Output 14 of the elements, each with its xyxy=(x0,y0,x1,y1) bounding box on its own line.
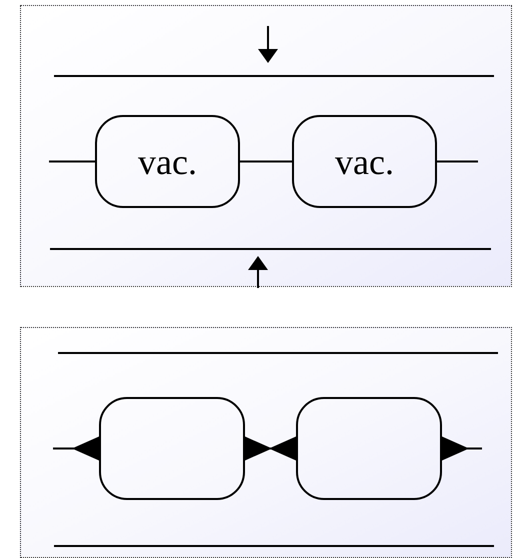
box-label: vac. xyxy=(138,144,197,180)
connector xyxy=(240,160,292,162)
rounded-box xyxy=(292,115,437,208)
rounded-box xyxy=(95,115,240,208)
panel xyxy=(20,5,512,287)
connector xyxy=(49,160,95,162)
connector xyxy=(437,160,478,162)
box-label: vac. xyxy=(335,144,394,180)
rounded-box xyxy=(99,397,245,500)
connector xyxy=(245,436,296,460)
connector xyxy=(442,436,482,460)
rounded-box xyxy=(296,397,442,500)
panel xyxy=(20,327,512,558)
connector xyxy=(53,436,99,460)
